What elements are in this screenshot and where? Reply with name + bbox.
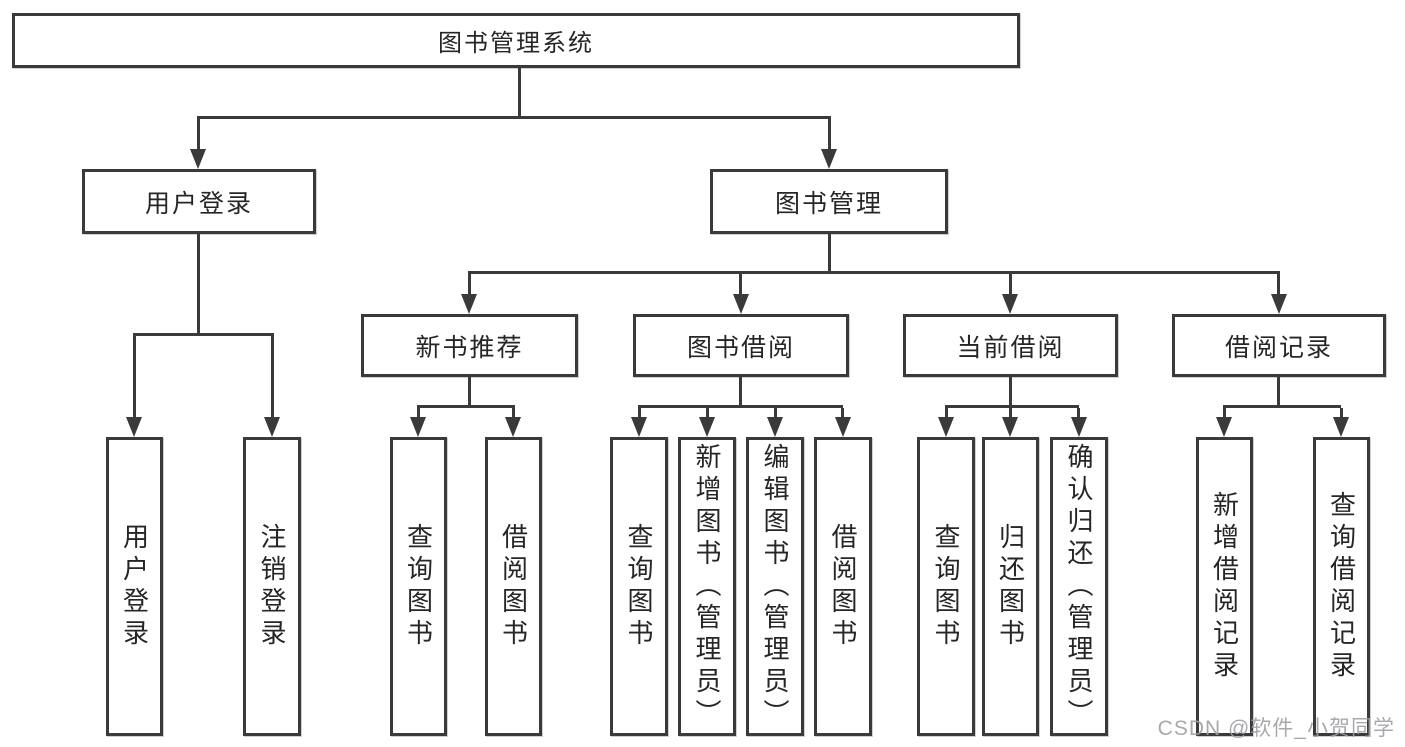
node-borrow-records: 借阅记录: [1172, 314, 1386, 377]
leaf-label: 借阅图书: [828, 522, 858, 651]
connector-line: [828, 234, 831, 271]
leaf-label: 用户登录: [119, 522, 150, 651]
arrow-down-icon: [1333, 417, 1349, 437]
connector-line: [197, 116, 831, 119]
node-label: 图书借阅: [686, 333, 795, 362]
arrow-down-icon: [835, 417, 851, 437]
node-library-management-system: 图书管理系统: [12, 13, 1020, 68]
csdn-watermark: CSDN @软件_小贺同学: [1157, 717, 1395, 740]
connector-line: [512, 408, 515, 422]
connector-line: [271, 336, 274, 420]
leaf-label: 新增借阅记录: [1209, 490, 1240, 683]
arrow-down-icon: [410, 417, 426, 437]
node-label: 图书管理: [774, 189, 883, 218]
connector-line: [945, 408, 948, 422]
connector-line: [518, 68, 521, 116]
connector-line: [1009, 408, 1012, 422]
node-book-borrow: 图书借阅: [633, 314, 849, 377]
arrow-down-icon: [461, 294, 477, 314]
leaf-add-borrow-record: 新增借阅记录: [1196, 437, 1253, 736]
connector-line: [133, 333, 274, 336]
connector-line: [417, 408, 420, 422]
leaf-confirm-return-admin: 确认归还（管理员）: [1050, 437, 1108, 736]
connector-line: [468, 377, 471, 405]
leaf-label: 新增图书（管理员）: [692, 442, 722, 731]
connector-line: [739, 377, 742, 405]
leaf-label: 借阅图书: [498, 522, 529, 651]
connector-line: [841, 408, 844, 422]
connector-line: [197, 234, 200, 333]
connector-line: [706, 408, 709, 422]
leaf-label: 确认归还（管理员）: [1064, 442, 1094, 731]
node-book-management: 图书管理: [710, 169, 948, 234]
node-label: 新书推荐: [415, 333, 524, 362]
leaf-query-borrow-record: 查询借阅记录: [1313, 437, 1370, 736]
connector-line: [1340, 408, 1343, 422]
leaf-query-books: 查询图书: [390, 437, 447, 736]
leaf-borrow-books: 借阅图书: [814, 437, 872, 736]
leaf-label: 归还图书: [995, 522, 1026, 651]
leaf-label: 查询图书: [403, 522, 434, 651]
leaf-logout: 注销登录: [243, 437, 301, 736]
leaf-edit-books-admin: 编辑图书（管理员）: [746, 437, 804, 736]
node-new-book-recommend: 新书推荐: [361, 314, 578, 377]
leaf-query-books: 查询图书: [917, 437, 975, 736]
leaf-label: 查询借阅记录: [1326, 490, 1357, 683]
connector-line: [739, 274, 742, 298]
leaf-add-books-admin: 新增图书（管理员）: [678, 437, 736, 736]
arrow-down-icon: [1071, 417, 1087, 437]
arrow-down-icon: [505, 417, 521, 437]
arrow-down-icon: [1002, 294, 1018, 314]
connector-line: [468, 274, 471, 298]
arrow-down-icon: [126, 417, 142, 437]
arrow-down-icon: [767, 417, 783, 437]
connector-line: [133, 336, 136, 420]
arrow-down-icon: [631, 417, 647, 437]
connector-line: [638, 408, 641, 422]
leaf-label: 编辑图书（管理员）: [760, 442, 790, 731]
arrow-down-icon: [190, 149, 206, 169]
connector-line: [1277, 377, 1280, 405]
connector-line: [1009, 377, 1012, 405]
connector-line: [1277, 274, 1280, 298]
arrow-down-icon: [733, 294, 749, 314]
node-label: 用户登录: [144, 189, 253, 218]
connector-line: [197, 119, 200, 151]
arrow-down-icon: [264, 417, 280, 437]
connector-line: [468, 271, 1280, 274]
connector-line: [1223, 408, 1226, 422]
connector-line: [774, 408, 777, 422]
arrow-down-icon: [938, 417, 954, 437]
leaf-user-login: 用户登录: [106, 437, 163, 736]
connector-line: [417, 405, 515, 408]
arrow-down-icon: [1271, 294, 1287, 314]
connector-line: [1077, 408, 1080, 422]
connector-line: [945, 405, 1079, 408]
connector-line: [638, 405, 843, 408]
arrow-down-icon: [699, 417, 715, 437]
leaf-label: 注销登录: [257, 522, 287, 651]
connector-line: [1009, 274, 1012, 298]
leaf-return-books: 归还图书: [982, 437, 1039, 736]
node-current-borrow: 当前借阅: [903, 314, 1118, 377]
leaf-query-books: 查询图书: [610, 437, 668, 736]
arrow-down-icon: [1216, 417, 1232, 437]
leaf-label: 查询图书: [624, 522, 654, 651]
leaf-label: 查询图书: [931, 522, 961, 651]
node-label: 借阅记录: [1224, 333, 1333, 362]
leaf-borrow-books: 借阅图书: [485, 437, 542, 736]
node-user-login: 用户登录: [82, 169, 316, 234]
connector-line: [1223, 405, 1341, 408]
node-label: 当前借阅: [956, 333, 1065, 362]
connector-line: [828, 119, 831, 151]
arrow-down-icon: [1002, 417, 1018, 437]
arrow-down-icon: [821, 149, 837, 169]
node-label: 图书管理系统: [438, 30, 594, 57]
